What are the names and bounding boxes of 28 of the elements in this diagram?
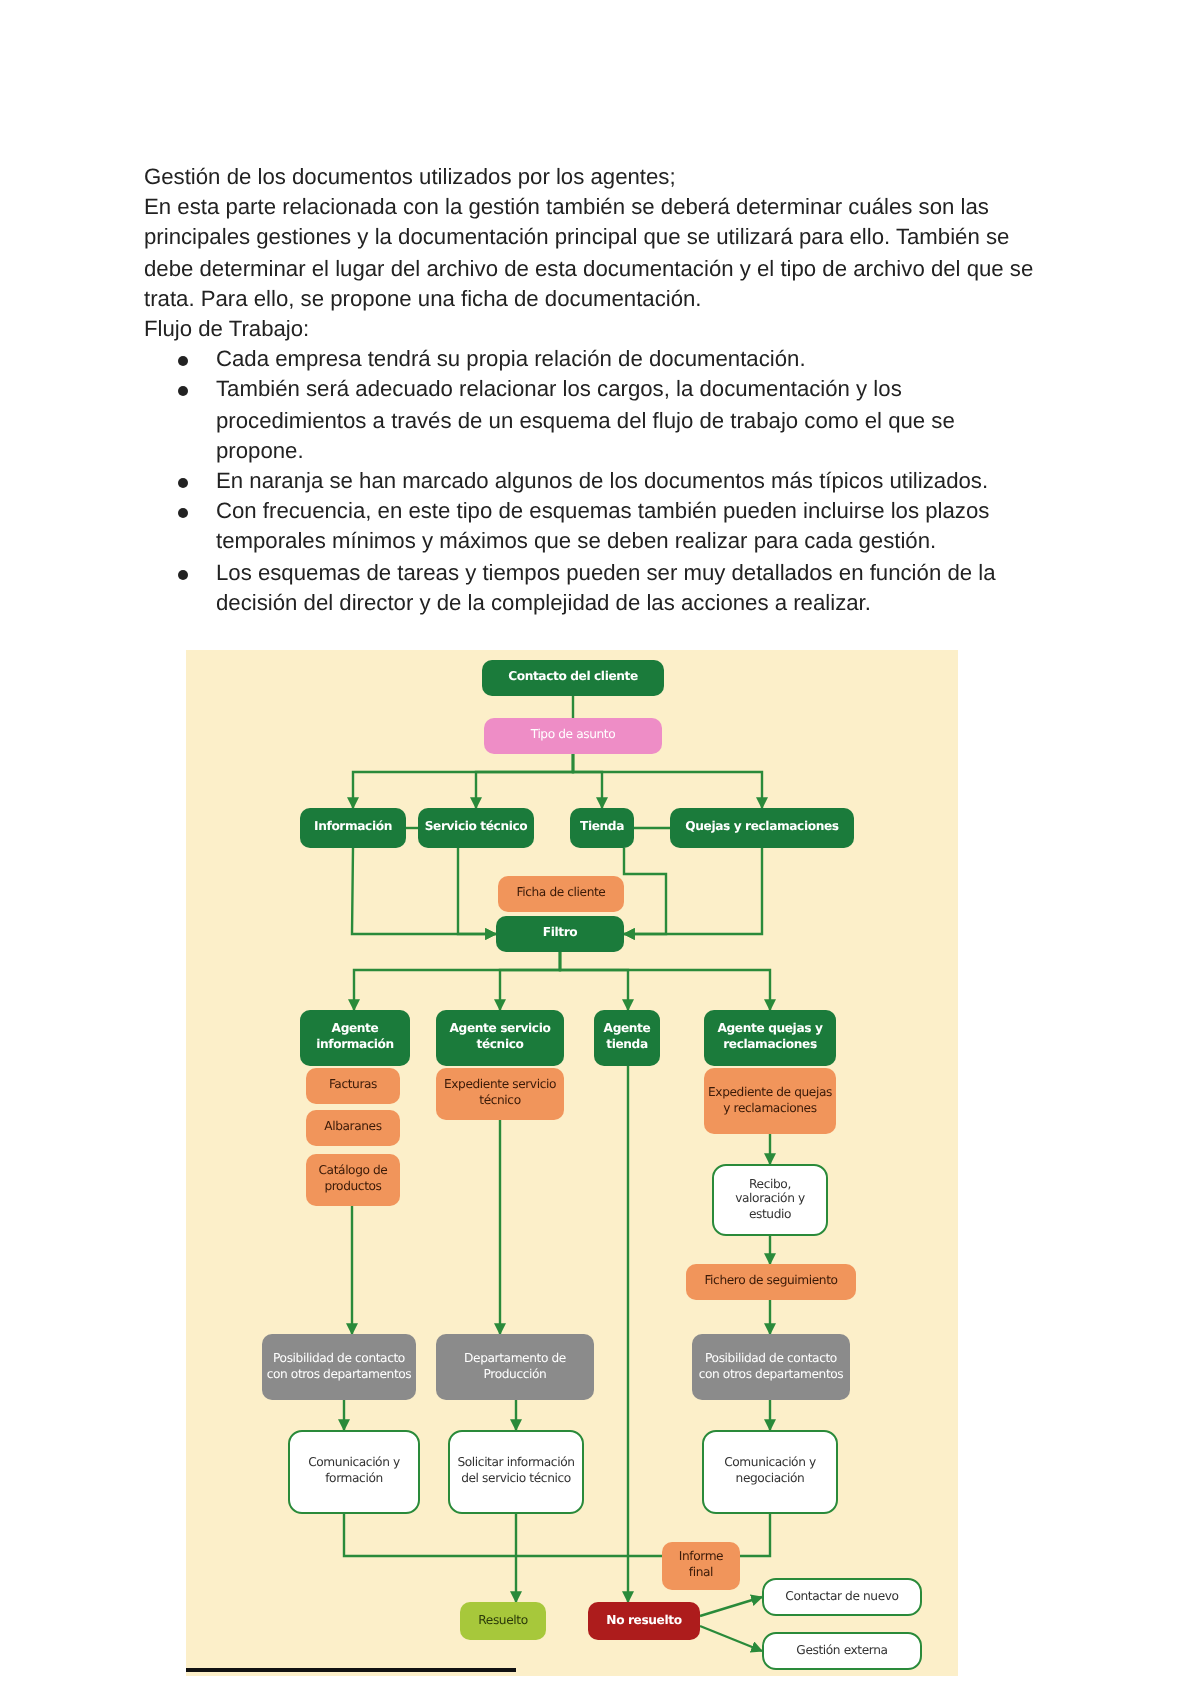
arrow bbox=[494, 1120, 506, 1336]
arrow bbox=[510, 1514, 522, 1604]
arrow bbox=[764, 1300, 776, 1336]
connector-line bbox=[342, 1514, 662, 1558]
arrow bbox=[338, 1400, 350, 1432]
arrow bbox=[764, 1236, 776, 1266]
arrow bbox=[764, 1134, 776, 1166]
arrow bbox=[346, 1206, 358, 1336]
bullet-text: Con frecuencia, en este tipo de esquemas también pueden incluirse los plazos temporales mínimos y máximos que se deben realizar para cada gestión. bbox=[216, 500, 990, 555]
section-label: Flujo de Trabajo: bbox=[144, 316, 312, 347]
connector-line bbox=[634, 826, 670, 830]
connector-line bbox=[740, 1514, 772, 1558]
bullet-text: En naranja se han marcado algunos de los documentos más típicos utilizados. bbox=[216, 470, 989, 495]
arrow bbox=[622, 848, 764, 940]
bullet-text: Cada empresa tendrá su propia relación de documentación. bbox=[216, 348, 806, 373]
arrow bbox=[571, 754, 768, 810]
arrow bbox=[510, 1400, 522, 1432]
arrow bbox=[456, 848, 498, 940]
arrow bbox=[699, 1624, 764, 1653]
arrow bbox=[622, 1066, 634, 1604]
connector-line bbox=[571, 696, 575, 718]
arrow bbox=[699, 1594, 764, 1618]
heading-text: Gestión de los documentos utilizados por los agentes; bbox=[144, 164, 678, 194]
arrow bbox=[558, 952, 776, 1012]
paragraph-text: En esta parte relacionada con la gestión también se deberá determinar cuáles son las principales gestiones y la documentación principal que se utilizará para ello. También se debe determinar el lugar del archivo de esta documentación y el tipo de archivo del que se trata. Para ello, se propone una ficha de documentación. bbox=[144, 194, 1036, 316]
bullet-text: Los esquemas de tareas y tiempos pueden ser muy detallados en función de la decisión del director y de la complejidad de las acciones a realizar. bbox=[216, 561, 996, 616]
bullet-text: También será adecuado relacionar los cargos, la documentación y los procedimientos a través de un esquema del flujo de trabajo como el que se propone. bbox=[216, 378, 955, 464]
arrow bbox=[764, 1400, 776, 1432]
